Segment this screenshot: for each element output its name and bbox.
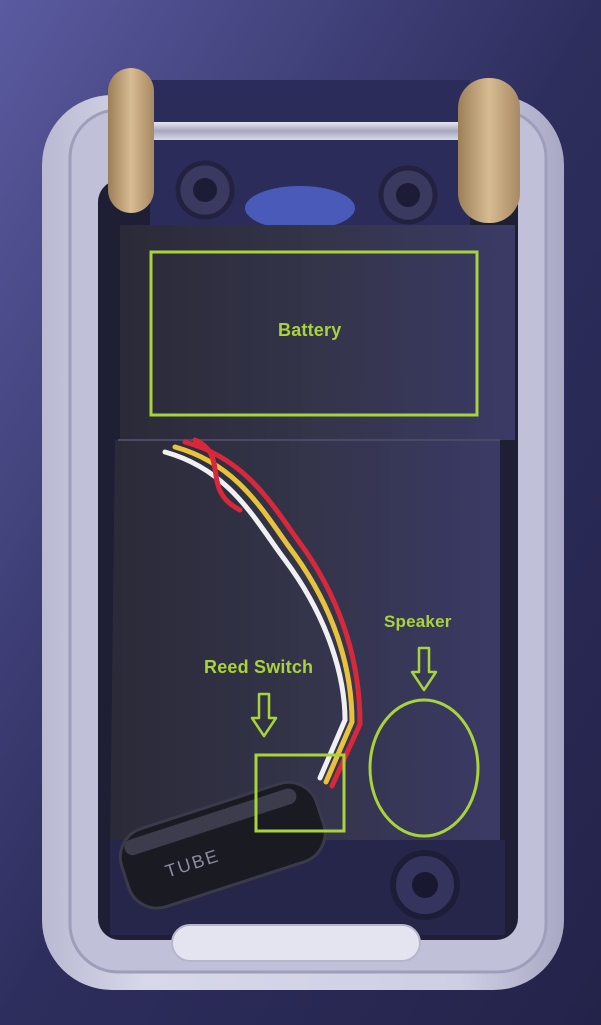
axle-rod	[140, 122, 470, 140]
battery-tape	[120, 225, 515, 440]
speaker-arrow	[410, 646, 438, 692]
wire-bundle	[162, 437, 363, 789]
roller-right	[458, 78, 520, 223]
battery-outline	[149, 250, 479, 417]
battery-label: Battery	[278, 320, 342, 340]
speaker-outline	[368, 698, 480, 838]
speaker-label: Speaker	[384, 612, 452, 631]
reed-switch-tube: TUBE	[118, 780, 327, 910]
case-latch	[171, 924, 421, 962]
reed-switch-outline	[254, 753, 346, 833]
roller-left	[108, 68, 154, 213]
lower-tape	[110, 440, 500, 850]
reed-switch-label: Reed Switch	[204, 657, 314, 677]
foam-pad	[245, 186, 355, 230]
reed-switch-arrow	[250, 692, 278, 738]
